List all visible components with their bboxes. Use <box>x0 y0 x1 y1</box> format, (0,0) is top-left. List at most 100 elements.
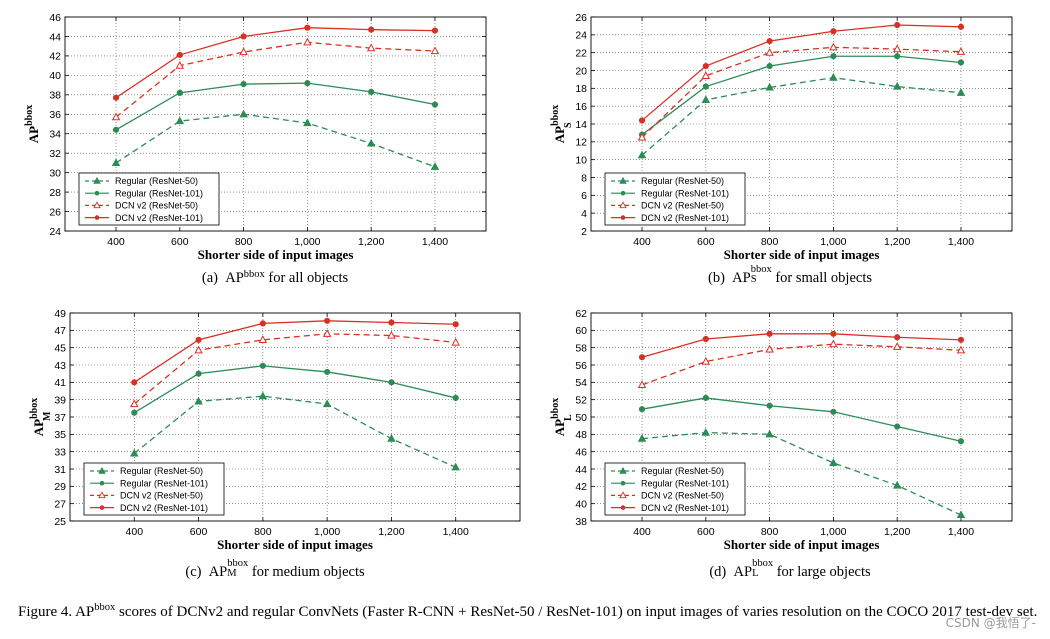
series-line <box>641 343 962 386</box>
data-point <box>387 330 396 339</box>
y-axis-title: APbbox <box>24 105 41 143</box>
data-point <box>956 510 966 519</box>
data-point <box>956 345 966 354</box>
legend-label: Regular (ResNet-50) <box>641 176 724 186</box>
legend-label: DCN v2 (ResNet-50) <box>641 491 724 501</box>
data-point <box>957 59 965 66</box>
legend-label: Regular (ResNet-101) <box>115 188 203 198</box>
y-tick-label: 29 <box>54 481 66 493</box>
legend-box <box>604 172 746 226</box>
data-point <box>638 406 646 413</box>
data-point <box>829 42 838 51</box>
y-tick-label: 25 <box>54 516 66 528</box>
data-point <box>830 330 837 337</box>
data-point <box>765 82 774 91</box>
data-point <box>112 126 120 133</box>
series-2 <box>131 362 459 416</box>
series-line <box>641 76 962 156</box>
y-tick-label: 35 <box>54 429 66 441</box>
x-tick-label: 600 <box>697 526 715 538</box>
y-tick-label: 27 <box>54 498 66 510</box>
data-point <box>766 330 773 337</box>
y-tick-label: 50 <box>575 412 587 424</box>
series-1 <box>111 109 440 170</box>
legend-marker <box>94 190 100 196</box>
data-point <box>111 112 121 121</box>
series-2 <box>112 80 439 133</box>
series-line <box>115 27 435 99</box>
legend-label: DCN v2 (ResNet-101) <box>641 213 729 223</box>
data-point <box>387 434 396 442</box>
data-point <box>430 46 440 55</box>
data-point <box>701 427 711 436</box>
data-point <box>637 380 647 389</box>
data-point <box>452 321 459 328</box>
y-tick-label: 34 <box>49 129 61 141</box>
figure-caption-text: scores of DCNv2 and regular ConvNets (Fa… <box>115 604 1038 620</box>
data-point <box>830 28 837 35</box>
data-point <box>303 118 312 127</box>
x-tick-label: 600 <box>171 236 189 248</box>
data-point <box>830 53 837 60</box>
legend: Regular (ResNet-50)Regular (ResNet-101)D… <box>83 462 225 516</box>
legend-label: DCN v2 (ResNet-50) <box>120 491 203 501</box>
x-axis-title: Shorter side of input images <box>198 247 354 262</box>
x-tick-label: 800 <box>761 236 779 248</box>
data-point <box>176 51 183 59</box>
y-tick-label: 4 <box>581 208 587 220</box>
legend-marker <box>620 480 626 486</box>
data-point <box>322 399 332 408</box>
data-point <box>765 344 774 353</box>
data-point <box>304 24 311 31</box>
x-tick-label: 600 <box>697 236 715 248</box>
legend-marker <box>619 201 627 209</box>
x-tick-label: 1,400 <box>443 526 469 538</box>
data-point <box>829 339 838 348</box>
data-point <box>175 60 185 69</box>
data-point <box>894 21 901 29</box>
legend-marker <box>98 466 106 474</box>
data-point <box>368 26 375 33</box>
legend-label: DCN v2 (ResNet-50) <box>641 201 724 211</box>
data-point <box>957 336 965 343</box>
data-point <box>388 379 395 386</box>
legend-marker <box>619 176 627 184</box>
legend-marker <box>94 215 100 220</box>
y-tick-label: 26 <box>49 206 61 218</box>
y-tick-label: 44 <box>49 31 61 43</box>
legend-label: DCN v2 (ResNet-50) <box>115 201 198 211</box>
y-tick-label: 45 <box>54 342 66 354</box>
y-tick-label: 42 <box>49 51 61 63</box>
y-tick-label: 38 <box>49 90 61 102</box>
data-point <box>702 335 709 343</box>
series-3 <box>130 329 460 408</box>
data-point <box>452 394 459 402</box>
data-point <box>637 132 647 141</box>
legend-marker <box>99 480 105 486</box>
data-point <box>638 354 646 361</box>
y-tick-label: 60 <box>575 325 587 337</box>
series-line <box>641 333 961 358</box>
x-tick-label: 400 <box>107 236 125 248</box>
legend-label: Regular (ResNet-50) <box>120 466 203 476</box>
data-point <box>766 37 773 45</box>
x-tick-label: 400 <box>633 236 651 248</box>
x-tick-label: 1,200 <box>884 236 910 248</box>
y-tick-label: 47 <box>54 325 66 337</box>
data-point <box>892 44 902 53</box>
data-point <box>131 379 138 386</box>
y-tick-label: 6 <box>581 190 587 202</box>
data-point <box>239 47 248 56</box>
legend-marker <box>619 466 627 474</box>
data-point <box>431 101 439 108</box>
y-tick-label: 20 <box>575 65 587 77</box>
series-4 <box>638 330 965 361</box>
data-point <box>956 88 966 96</box>
legend-marker <box>93 176 101 184</box>
y-tick-label: 62 <box>575 308 587 320</box>
y-tick-label: 43 <box>54 360 66 372</box>
